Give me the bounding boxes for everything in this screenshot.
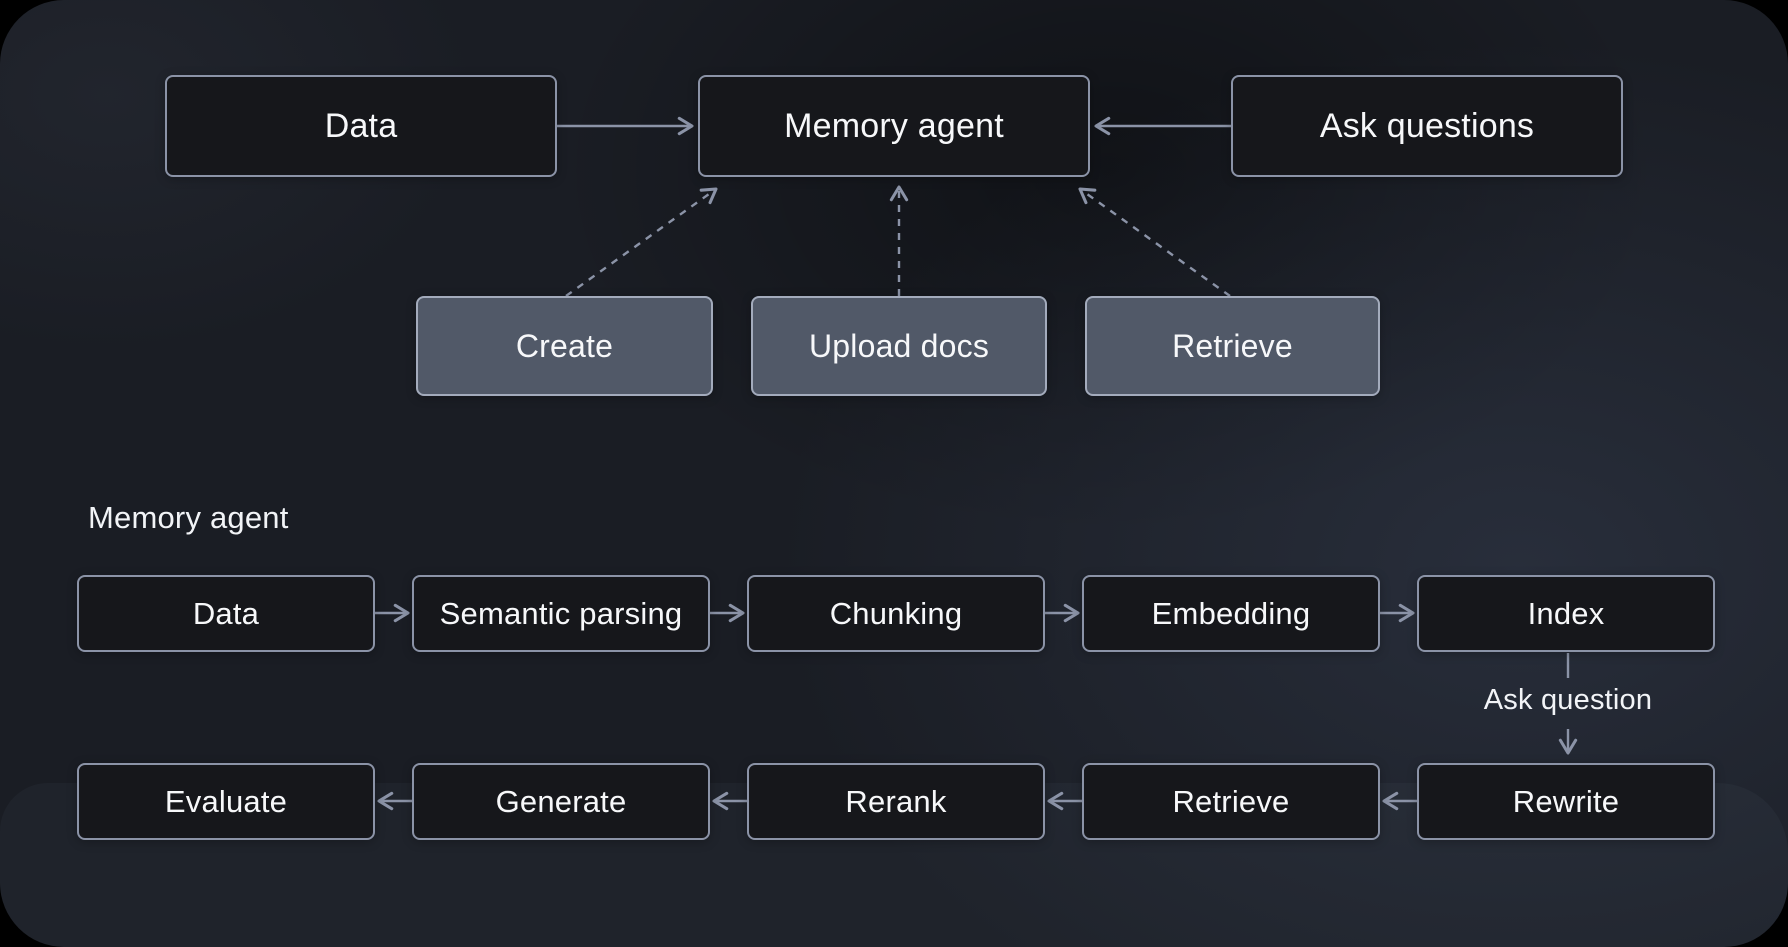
- step-label: Semantic parsing: [439, 595, 683, 631]
- step-label: Generate: [495, 783, 627, 819]
- step-label: Embedding: [1151, 595, 1311, 631]
- action-create: Create: [416, 296, 713, 396]
- action-upload-docs: Upload docs: [751, 296, 1047, 396]
- step-label: Evaluate: [164, 783, 288, 819]
- step-label: Rewrite: [1512, 783, 1620, 819]
- step-data: Data: [77, 575, 375, 652]
- step-embedding: Embedding: [1082, 575, 1380, 652]
- step-semantic-parsing: Semantic parsing: [412, 575, 710, 652]
- node-ask-questions: Ask questions: [1231, 75, 1623, 177]
- dashed-arrow-retrieve-to-memory-agent: [1078, 187, 1231, 297]
- action-label: Create: [515, 327, 614, 364]
- action-retrieve: Retrieve: [1085, 296, 1380, 396]
- step-retrieve: Retrieve: [1082, 763, 1380, 840]
- step-evaluate: Evaluate: [77, 763, 375, 840]
- step-label: Index: [1527, 595, 1605, 631]
- node-label: Memory agent: [784, 106, 1004, 145]
- step-rewrite: Rewrite: [1417, 763, 1715, 840]
- node-data: Data: [165, 75, 557, 177]
- dashed-arrow-create-to-memory-agent: [565, 187, 718, 297]
- ask-question-label: Ask question: [1483, 684, 1653, 716]
- action-label: Retrieve: [1172, 327, 1293, 364]
- step-label: Chunking: [829, 595, 963, 631]
- step-index: Index: [1417, 575, 1715, 652]
- step-label: Retrieve: [1172, 783, 1290, 819]
- step-label: Rerank: [845, 783, 947, 819]
- node-label: Data: [324, 106, 398, 145]
- step-generate: Generate: [412, 763, 710, 840]
- step-chunking: Chunking: [747, 575, 1045, 652]
- step-label: Data: [192, 595, 260, 631]
- pipeline-section-title: Memory agent: [88, 500, 289, 535]
- action-label: Upload docs: [808, 327, 990, 364]
- step-rerank: Rerank: [747, 763, 1045, 840]
- node-memory-agent: Memory agent: [698, 75, 1090, 177]
- node-label: Ask questions: [1319, 106, 1535, 145]
